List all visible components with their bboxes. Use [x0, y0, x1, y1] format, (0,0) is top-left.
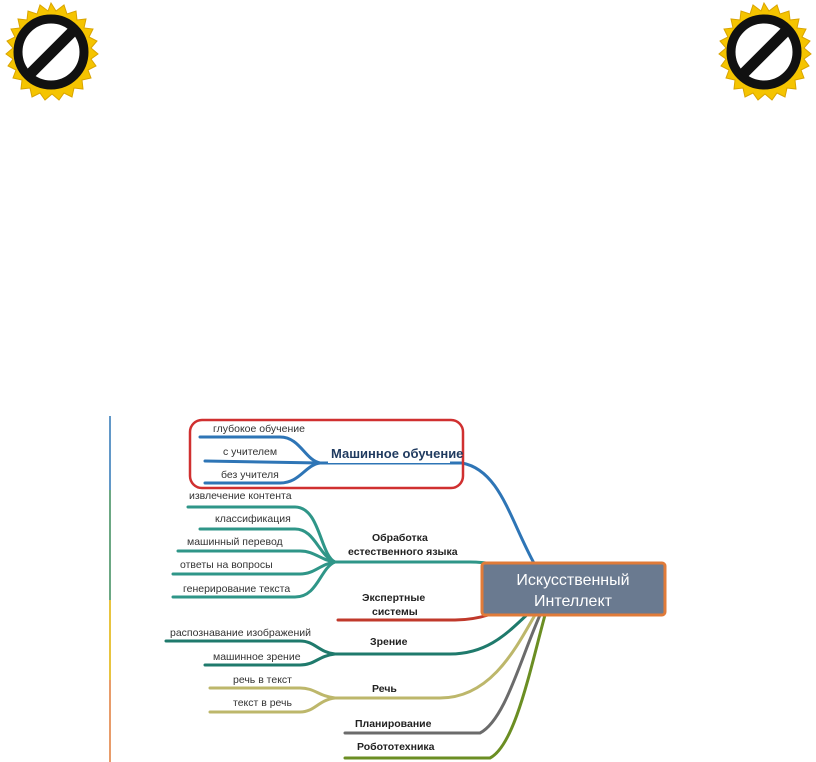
ml-branch-label: Машинное обучение — [331, 446, 463, 461]
center-node: Искусственный Интеллект — [480, 561, 667, 617]
center-label-line2: Интеллект — [534, 593, 613, 610]
speech-leaf-speech-to-text: речь в текст — [233, 674, 292, 686]
speech-leaf-curve — [208, 686, 337, 700]
robotics-label: Робототехника — [357, 741, 435, 753]
nlp-leaf-machine-translation: машинный перевод — [187, 536, 283, 548]
no-entry-sign-icon — [5, 1, 99, 101]
vision-leaf-machine-vision: машинное зрение — [213, 651, 301, 663]
expert-label-line2: системы — [372, 606, 418, 618]
ml-leaf-curve — [198, 435, 322, 465]
ml-leaf-deep-learning: глубокое обучение — [213, 423, 305, 435]
vision-leaf-curve — [203, 652, 337, 667]
planning-label: Планирование — [355, 718, 432, 730]
vision-leaf-image-recognition: распознавание изображений — [170, 627, 311, 639]
expert-label-line1: Экспертные — [362, 592, 425, 604]
ml-leaf-curve — [203, 461, 322, 485]
nlp-leaf-classification: классификация — [215, 513, 291, 525]
nlp-leaf-curve — [171, 560, 337, 599]
vision-leaf-curve — [164, 639, 337, 656]
branch-machine-learning: глубокое обучение с учителем без учителя… — [188, 418, 537, 567]
nlp-branch-label-line1: Обработка — [372, 532, 428, 544]
branch-planning: Планирование — [343, 613, 542, 735]
nlp-leaf-text-generation: генерирование текста — [183, 583, 290, 595]
ml-leaf-curve — [203, 459, 322, 465]
ml-highlight-box — [188, 418, 465, 490]
ml-leaf-supervised: с учителем — [223, 446, 277, 458]
center-label-line1: Искусственный — [516, 572, 629, 589]
vision-main-curve — [328, 610, 532, 656]
speech-leaf-curve — [208, 696, 337, 714]
ml-leaf-unsupervised: без учителя — [221, 469, 279, 481]
ml-main-curve — [460, 461, 537, 567]
no-entry-sign-icon — [718, 1, 812, 101]
robotics-curve — [343, 613, 547, 760]
center-box — [482, 563, 665, 615]
nlp-branch-label-line2: естественного языка — [348, 546, 458, 558]
speech-branch-label: Речь — [372, 683, 397, 695]
vision-branch-label: Зрение — [370, 636, 408, 648]
branch-speech: речь в текст текст в речь Речь — [208, 613, 537, 714]
branch-nlp: извлечение контента классификация машинн… — [171, 490, 527, 599]
planning-curve — [343, 613, 542, 735]
nlp-leaf-curve — [176, 549, 337, 564]
branch-robotics: Робототехника — [343, 613, 547, 760]
nlp-leaf-content-extraction: извлечение контента — [189, 490, 292, 502]
speech-leaf-text-to-speech: текст в речь — [233, 697, 293, 709]
speech-main-curve — [328, 613, 537, 700]
nlp-leaf-question-answering: ответы на вопросы — [180, 559, 273, 571]
branch-vision: распознавание изображений машинное зрени… — [164, 610, 532, 667]
nlp-leaf-curve — [198, 527, 337, 564]
